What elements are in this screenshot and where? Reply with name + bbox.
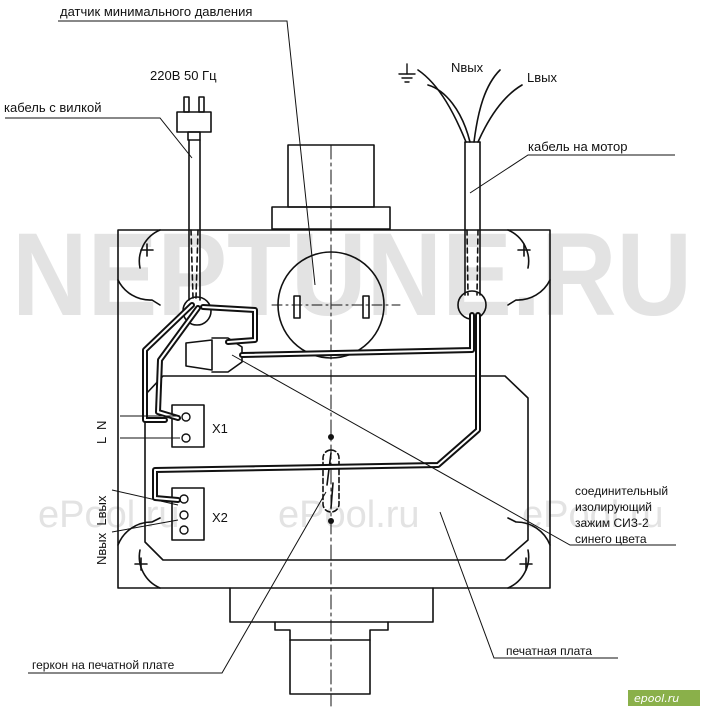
connector-x2 [171,487,205,541]
reed-contact-top [328,434,334,440]
watermark-large: NEPTUNE.RU [12,209,692,341]
logo-badge [628,690,700,706]
label-power-supply: 220В 50 Гц [150,68,217,83]
terminal-x1-top [181,412,191,422]
motor-cable [417,69,523,296]
label-l-n: L N [94,421,109,444]
label-clamp-line-4: синего цвета [575,532,647,546]
label-motor-cable: кабель на мотор [528,139,627,154]
label-neutral-out: Nвых [451,60,484,75]
terminal-x2-middle [179,510,189,520]
label-pressure-sensor: датчик минимального давления [60,4,252,19]
enclosure-body [117,229,551,589]
terminal-x2-top [179,494,189,504]
terminal-x2-bottom [179,525,189,535]
terminal-x1-bottom [181,433,191,443]
label-x2: X2 [212,510,228,525]
label-pcb: печатная плата [506,644,592,658]
label-clamp-line-1: соединительный [575,484,668,498]
label-clamp-line-3: зажим СИЗ-2 [575,516,649,530]
watermark-small-right: ePool.ru [522,494,664,536]
internal-wiring [142,302,481,503]
leader-lines [5,20,676,674]
label-x1: X1 [212,421,228,436]
label-clamp-line-2: изолирующий [575,500,652,514]
corner-screws [134,243,533,571]
ground-symbol [398,63,416,83]
label-plug-cable: кабель с вилкой [4,100,101,115]
label-reed-switch: геркон на печатной плате [32,658,175,672]
pcb-outline [144,375,529,561]
watermark-small-center: ePool.ru [278,494,420,536]
power-cable-plug [176,96,212,301]
enclosure-corners [117,229,551,589]
label-nout-lout: Nвых Lвых [94,495,109,565]
logo-text: epool.ru [634,692,679,705]
label-live-out: Lвых [527,70,557,85]
reed-contact-bottom [328,518,334,524]
connector-x1 [171,404,205,448]
